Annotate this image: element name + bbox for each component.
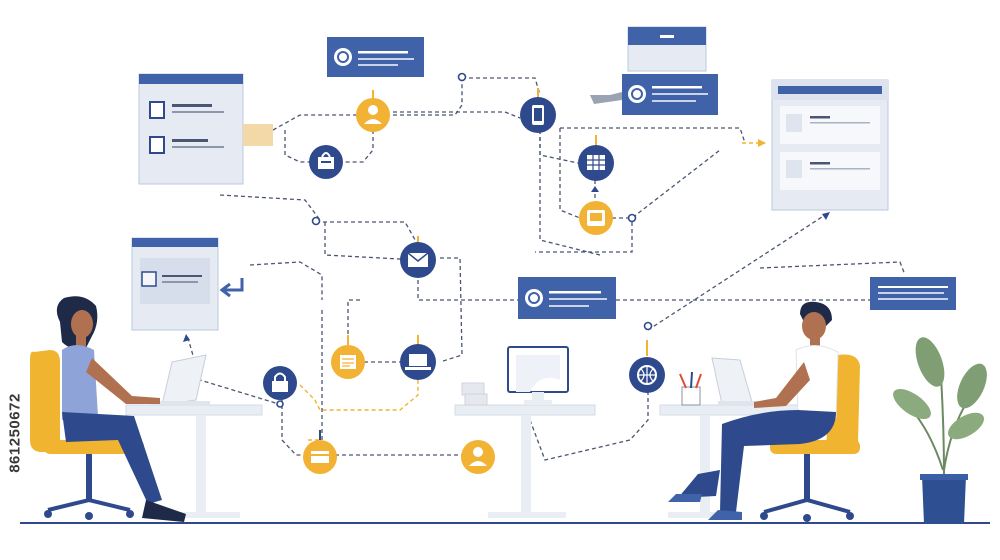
connector-dots [276, 72, 653, 408]
direction-arrow-icon [219, 278, 244, 298]
arrow-heads [183, 139, 830, 342]
user-icon [368, 105, 378, 115]
browser-window-panel [131, 237, 219, 331]
center-message-card [518, 277, 616, 319]
user-icon [473, 447, 483, 457]
connector-lines [187, 77, 906, 461]
left-laptop [150, 354, 210, 406]
center-monitor [507, 346, 569, 405]
node-calendar-grid [578, 135, 614, 181]
stock-image-id: 861250672 [4, 318, 26, 548]
left-chair [30, 350, 144, 520]
node-globe [629, 340, 665, 393]
dashboard-window-panel [771, 79, 889, 211]
node-card [303, 430, 337, 474]
top-message-card [327, 37, 424, 77]
node-envelope [400, 236, 436, 278]
node-user-top [356, 90, 390, 132]
top-right-card-stack [590, 26, 718, 115]
woman-figure [56, 296, 186, 522]
man-figure [668, 301, 839, 520]
node-tablet [579, 201, 613, 235]
node-shopping-bag [309, 145, 343, 179]
document-icon [340, 355, 356, 369]
card-icon [311, 451, 329, 463]
stock-image-id-text: 861250672 [6, 393, 24, 473]
desk-boxes [461, 382, 488, 406]
laptop-icon [409, 354, 427, 366]
pen-cup [679, 371, 702, 406]
node-padlock [263, 366, 297, 400]
right-laptop [711, 357, 778, 406]
right-text-card [870, 277, 956, 310]
padlock-icon [272, 381, 288, 392]
node-laptop [400, 335, 436, 380]
potted-plant [893, 337, 987, 524]
connector-accent-lines [299, 142, 765, 441]
node-user-bottom [461, 440, 495, 474]
node-document [331, 335, 365, 379]
calendar-grid-icon [587, 155, 605, 170]
node-smartphone [520, 88, 556, 133]
settings-window-panel [138, 73, 273, 185]
